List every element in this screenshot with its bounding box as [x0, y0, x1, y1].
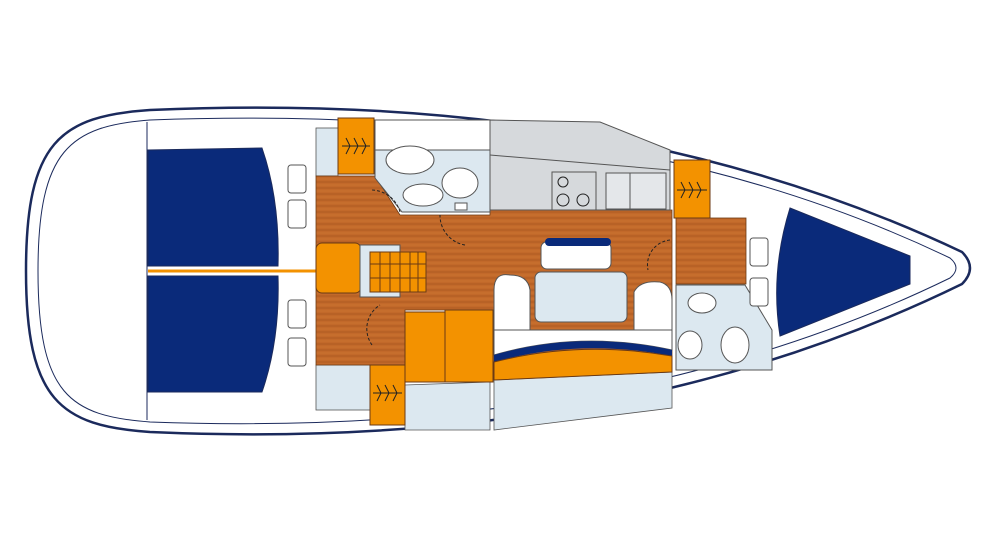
- hanging-locker: [337, 117, 375, 175]
- shower-drain-icon: [687, 292, 717, 314]
- forward-cabin: [749, 207, 911, 337]
- saloon: [404, 238, 673, 383]
- window-icon: [287, 199, 307, 229]
- door-swing: [366, 304, 381, 346]
- toilet-icon: [441, 167, 479, 199]
- side-shelf: [404, 381, 491, 431]
- door-swing: [647, 239, 671, 271]
- aft-head: [374, 119, 491, 213]
- burner-icon: [556, 193, 570, 207]
- window-icon: [287, 337, 307, 367]
- window-icon: [749, 237, 769, 267]
- wood-floor-forward: [675, 217, 747, 285]
- forward-head: [675, 284, 773, 371]
- door-swing: [439, 214, 466, 246]
- hanging-locker: [673, 159, 711, 219]
- settee: [633, 281, 673, 331]
- cabinet: [404, 311, 446, 383]
- burner-icon: [557, 176, 569, 188]
- window-icon: [287, 299, 307, 329]
- hanger-icon: [677, 181, 707, 199]
- burner-icon: [576, 193, 590, 207]
- sink-icon: [605, 172, 667, 210]
- seat: [540, 241, 612, 270]
- galley: [489, 119, 671, 211]
- settee: [493, 274, 531, 331]
- toilet-icon: [677, 330, 703, 360]
- hanger-icon: [342, 137, 370, 155]
- sink-icon: [720, 326, 750, 364]
- locker: [315, 364, 372, 411]
- companionway-steps: [369, 251, 427, 293]
- cabinet: [444, 309, 494, 383]
- saloon-table: [534, 271, 628, 323]
- aft-cabin-port: [147, 147, 307, 267]
- shower-drain-icon: [402, 183, 444, 207]
- sink-icon: [385, 145, 435, 175]
- hanging-locker: [369, 364, 406, 426]
- engine-box: [315, 242, 362, 294]
- aft-cabin-starboard: [147, 275, 307, 393]
- window-icon: [749, 277, 769, 307]
- hanger-icon: [373, 384, 402, 402]
- window-icon: [287, 164, 307, 194]
- locker: [315, 127, 339, 177]
- side-shelf: [493, 371, 673, 431]
